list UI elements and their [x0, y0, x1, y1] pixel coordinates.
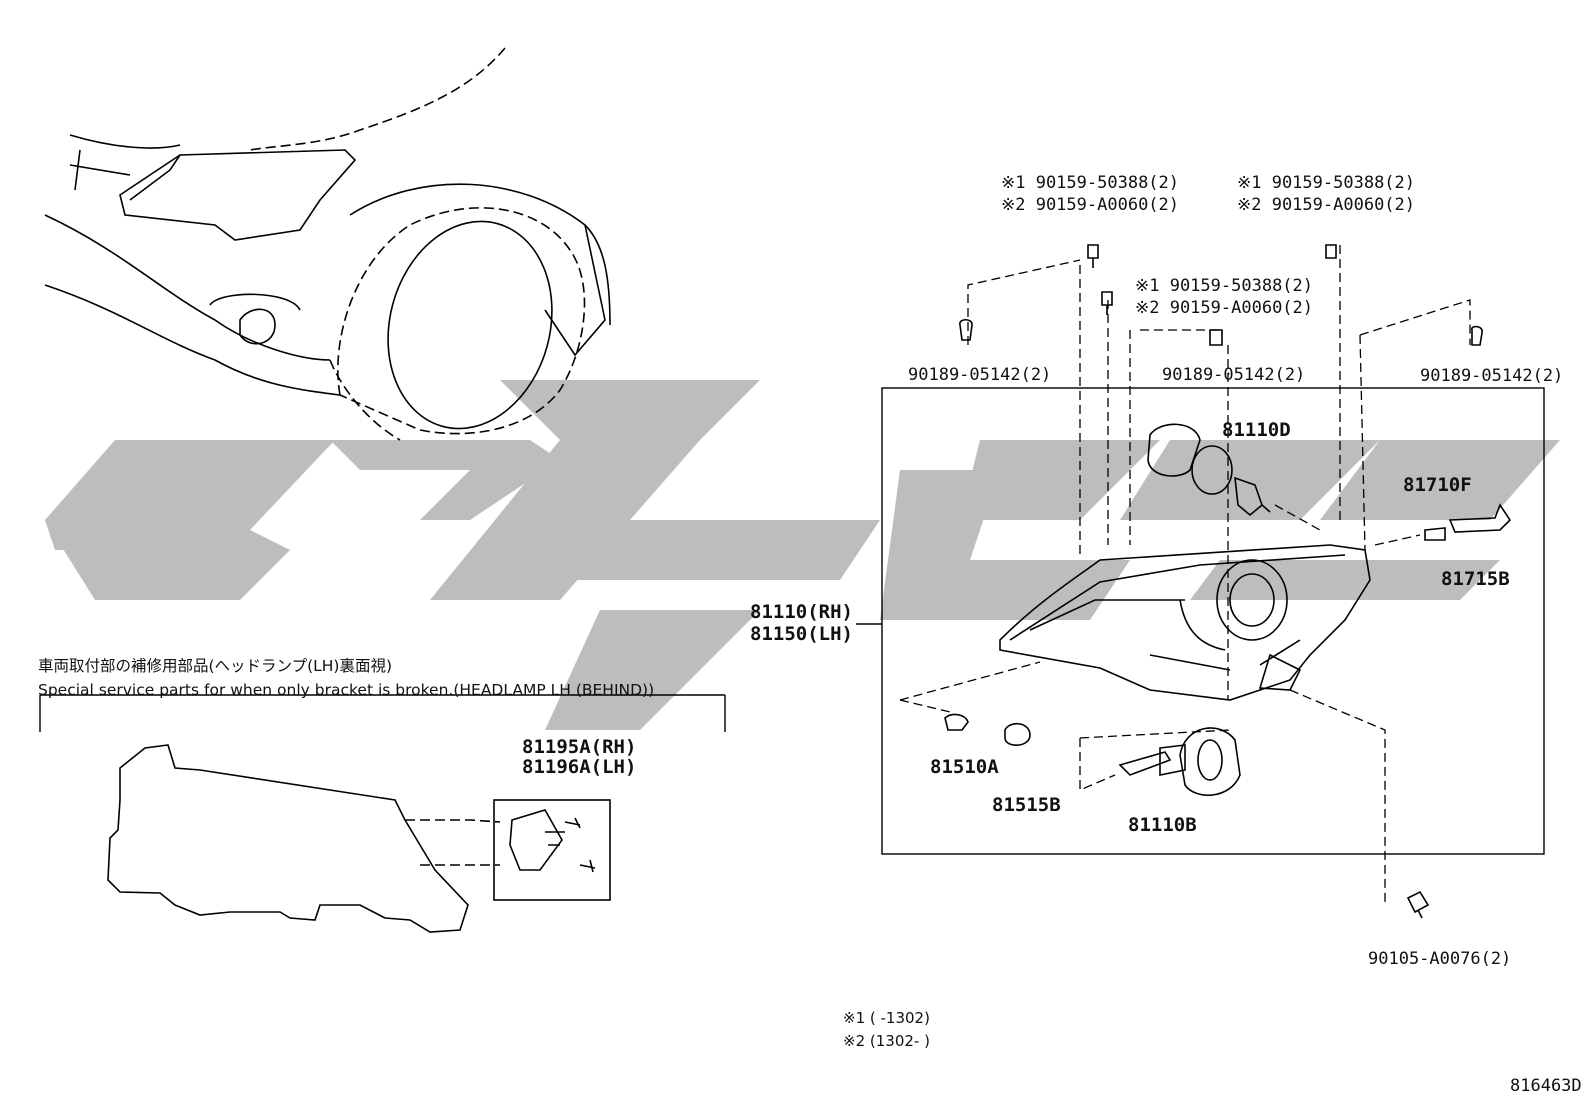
bracket-label-lh: 81196A(LH) — [522, 756, 637, 778]
assembly-label-lh: 81150(LH) — [750, 623, 853, 645]
headlamp-assembly-box — [856, 244, 1545, 919]
clip-label-left: 90189-05142(2) — [908, 365, 1052, 385]
part-label-81710f: 81710F — [1403, 474, 1472, 496]
vehicle-front-illustration — [44, 47, 611, 441]
diagram-code: 816463D — [1510, 1076, 1582, 1096]
part-label-81510a: 81510A — [930, 756, 999, 778]
note-1: ※1 ( -1302) — [843, 1009, 930, 1027]
part-label-81715b: 81715B — [1441, 568, 1510, 590]
screw-label-mid-1: ※1 90159-50388(2) — [1135, 276, 1314, 296]
screw-label-mid-2: ※2 90159-A0060(2) — [1135, 298, 1314, 318]
note-2: ※2 (1302- ) — [843, 1032, 930, 1050]
bracket-title-jp: 車両取付部の補修用部品(ヘッドランプ(LH)裏面視) — [38, 657, 393, 675]
bracket-label-rh: 81195A(RH) — [522, 736, 637, 758]
bracket-title-en: Special service parts for when only brac… — [38, 681, 655, 699]
part-label-81515b: 81515B — [992, 794, 1061, 816]
part-label-90105: 90105-A0076(2) — [1368, 949, 1512, 969]
assembly-label-rh: 81110(RH) — [750, 601, 853, 623]
clip-label-right: 90189-05142(2) — [1420, 366, 1564, 386]
screw-label-top-right-2: ※2 90159-A0060(2) — [1237, 195, 1416, 215]
part-label-81110b: 81110B — [1128, 814, 1197, 836]
part-label-81110d: 81110D — [1222, 419, 1291, 441]
clip-label-mid: 90189-05142(2) — [1162, 365, 1306, 385]
screw-label-top-right-1: ※1 90159-50388(2) — [1237, 173, 1416, 193]
screw-label-top-left-1: ※1 90159-50388(2) — [1001, 173, 1180, 193]
watermark-logo — [45, 380, 1560, 730]
bracket-inset — [39, 694, 726, 933]
screw-label-top-left-2: ※2 90159-A0060(2) — [1001, 195, 1180, 215]
